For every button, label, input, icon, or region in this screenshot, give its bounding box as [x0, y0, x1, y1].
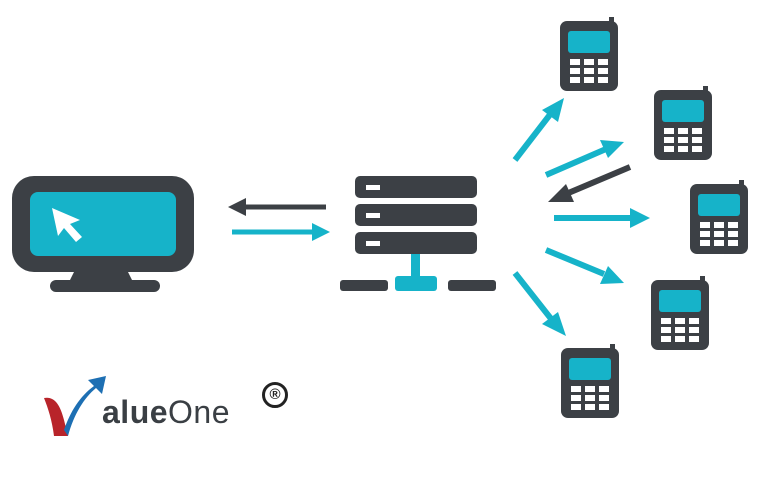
arrow-computer-to-server [232, 223, 330, 241]
mobile-phone-icon [654, 86, 712, 160]
arrow-server-to-computer [228, 198, 326, 216]
arrow-to-phone-1 [512, 98, 564, 162]
logo-text-one: One [168, 394, 231, 430]
logo-text-alue: alue [102, 394, 169, 430]
mobile-phone-icon [561, 344, 619, 418]
logo-swoosh-icon [44, 376, 106, 436]
registered-mark: ® [262, 382, 288, 408]
server-icon [340, 176, 496, 291]
arrow-to-phone-4 [544, 247, 624, 284]
valueone-logo: alueOne ® [40, 372, 310, 444]
logo-wordmark: alueOne [102, 394, 230, 431]
arrow-to-phone-2 [544, 140, 624, 178]
mouse-pointer-icon [52, 208, 82, 242]
arrow-to-phone-3 [554, 208, 650, 228]
mobile-phone-icon [560, 17, 618, 91]
mobile-phone-icon [651, 276, 709, 350]
mobile-phone-icon [690, 180, 748, 254]
arrow-to-phone-5 [512, 271, 566, 336]
computer-icon [12, 176, 194, 292]
arrow-from-phone-2 [548, 164, 632, 202]
